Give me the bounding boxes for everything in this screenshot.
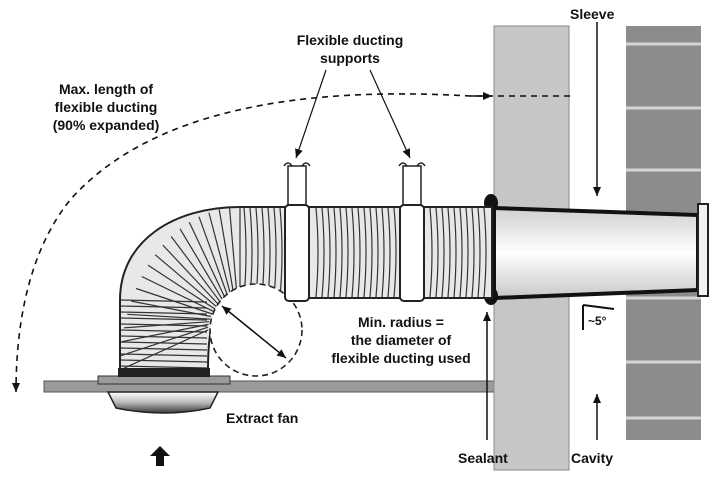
duct-rib <box>357 207 361 298</box>
duct-rib <box>435 207 439 298</box>
duct-rib <box>141 275 215 313</box>
duct-rib <box>375 207 379 298</box>
duct-rib <box>459 207 463 298</box>
duct-rib <box>188 222 228 302</box>
duct-rib <box>477 207 481 298</box>
duct-rib <box>441 207 445 298</box>
cavity-label: Cavity <box>571 450 614 466</box>
duct-rib <box>315 207 319 298</box>
duct-rib <box>120 299 208 303</box>
duct-support-left <box>283 162 311 302</box>
extract-fan <box>97 368 231 414</box>
duct-rib <box>120 323 208 327</box>
sleeve-label: Sleeve <box>570 6 615 22</box>
duct-rib <box>198 216 230 301</box>
duct-rib <box>208 212 233 300</box>
duct-rib <box>345 207 349 298</box>
max-length-label: Max. length of flexible ducting (90% exp… <box>52 81 160 133</box>
duct-rib <box>120 335 208 339</box>
wall-sleeve <box>492 203 709 301</box>
supports-label: Flexible ducting supports <box>296 32 404 66</box>
duct-rib <box>429 207 433 298</box>
duct-rib <box>120 365 208 369</box>
duct-rib <box>162 244 220 306</box>
duct-rib <box>127 313 210 320</box>
duct-rib <box>120 329 208 333</box>
min-radius-circle <box>209 283 303 377</box>
duct-rib <box>393 207 397 298</box>
duct-rib <box>321 207 325 298</box>
duct-rib <box>170 236 223 305</box>
duct-rib <box>121 323 209 343</box>
duct-rib <box>279 207 283 298</box>
fall-angle-indicator <box>582 304 615 330</box>
duct-support-right <box>398 162 426 302</box>
airflow-arrow-icon <box>150 446 170 466</box>
duct-rib <box>120 341 208 345</box>
duct-rib <box>471 207 475 298</box>
sealant-label: Sealant <box>458 450 508 466</box>
duct-rib <box>351 207 355 298</box>
duct-rib <box>387 207 391 298</box>
duct-rib <box>179 228 225 303</box>
duct-rib <box>327 207 331 298</box>
angle-label: ~5° <box>588 314 607 328</box>
min-radius-label: Min. radius = the diameter of flexible d… <box>331 314 471 366</box>
duct-rib <box>333 207 337 298</box>
duct-rib <box>120 311 208 315</box>
duct-rib <box>339 207 343 298</box>
duct-rib <box>120 353 208 357</box>
duct-rib <box>228 207 238 299</box>
duct-rib <box>119 329 209 371</box>
duct-rib <box>363 207 367 298</box>
duct-rib <box>120 305 208 309</box>
duct-rib <box>120 317 208 321</box>
duct-rib <box>381 207 385 298</box>
duct-rib <box>120 359 208 363</box>
extract-fan-label: Extract fan <box>226 410 299 426</box>
duct-rib <box>120 347 208 351</box>
duct-rib <box>453 207 457 298</box>
duct-rib <box>154 254 218 308</box>
duct-rib <box>218 209 235 299</box>
duct-rib <box>369 207 373 298</box>
duct-rib <box>465 207 469 298</box>
duct-rib <box>447 207 451 298</box>
duct-rib <box>483 207 487 298</box>
max-length-curve <box>12 93 570 393</box>
